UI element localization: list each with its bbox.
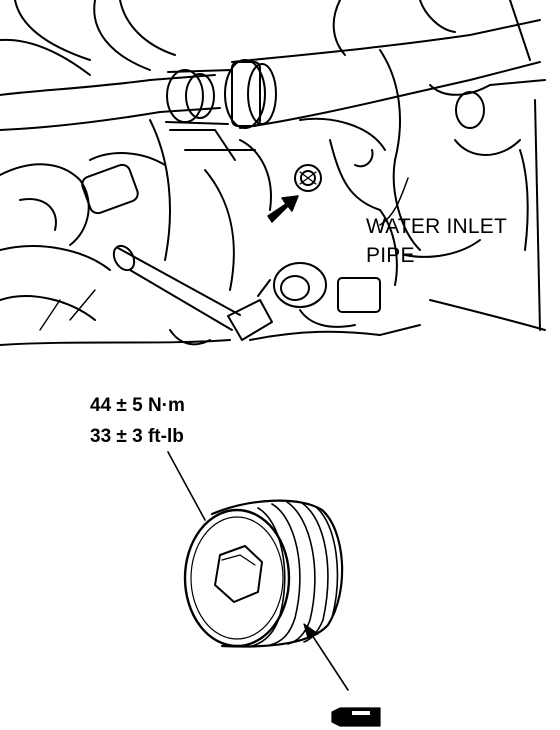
torque-leader — [167, 451, 206, 521]
pointer-arrow-icon — [267, 195, 299, 223]
torque-spec-imperial: 33 ± 3 ft-lb — [90, 426, 184, 447]
hex-socket-plug-icon — [183, 499, 344, 648]
callout-leader — [379, 177, 409, 226]
engine-area-illustration — [0, 0, 546, 346]
callout-water-inlet-line2: PIPE — [366, 244, 415, 267]
sealant-arrow — [303, 623, 349, 691]
callout-water-inlet-line1: WATER INLET — [366, 215, 508, 238]
torque-spec-metric: 44 ± 5 N·m — [90, 395, 185, 416]
sealant-tube-icon — [331, 707, 381, 727]
